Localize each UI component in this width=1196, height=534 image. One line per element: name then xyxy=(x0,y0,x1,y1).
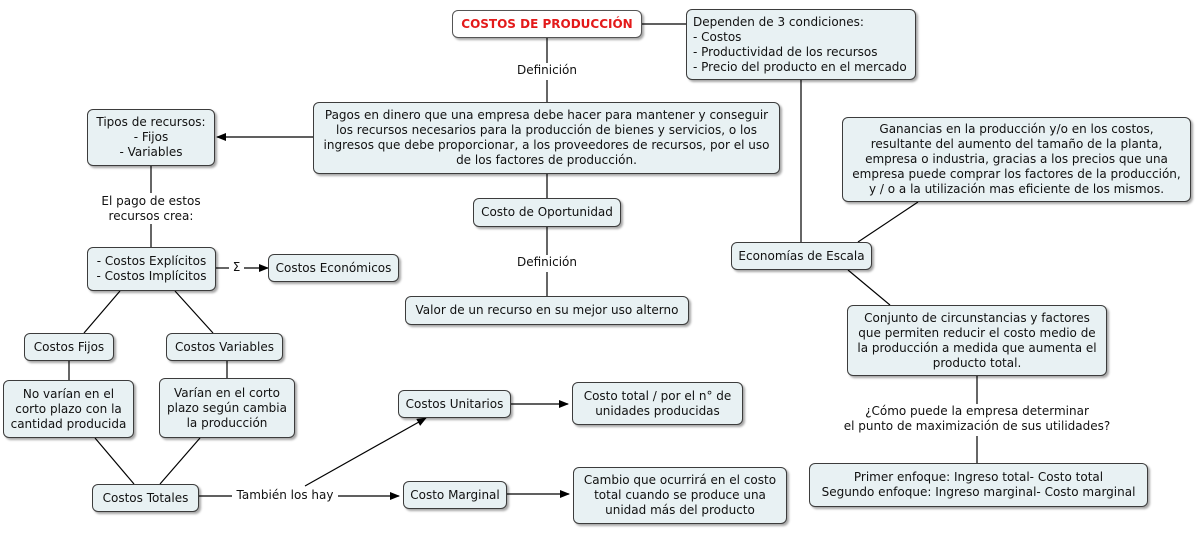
variable-costs-node: Costos Variables xyxy=(166,333,283,361)
gains-node: Ganancias en la producción y/o en los co… xyxy=(842,117,1191,202)
label-definicion-1: Definición xyxy=(512,63,582,78)
approaches-line-2: Segundo enfoque: Ingreso marginal- Costo… xyxy=(821,485,1136,499)
label-pago-crea-line-1: El pago de estos xyxy=(101,194,201,208)
resource-types-line-1: Tipos de recursos: xyxy=(96,115,206,129)
economic-costs-text: Costos Económicos xyxy=(275,260,392,275)
variable-desc-line-2: plazo según cambia xyxy=(167,400,287,415)
resource-types-node: Tipos de recursos: - Fijos - Variables xyxy=(87,109,215,166)
conditions-line-4: - Precio del producto en el mercado xyxy=(693,59,907,74)
unit-costs-node: Costos Unitarios xyxy=(398,390,511,418)
circumstances-line-1: Conjunto de circunstancias y factores xyxy=(864,310,1090,325)
marginal-cost-text: Costo Marginal xyxy=(410,487,500,502)
edge-economies-circumstances xyxy=(847,269,891,306)
fixed-costs-text: Costos Fijos xyxy=(33,339,105,354)
gains-line-1: Ganancias en la producción y/o en los co… xyxy=(879,122,1154,136)
variable-desc-node: Varían en el corto plazo según cambia la… xyxy=(159,378,295,438)
label-question-line-2: el punto de maximización de sus utilidad… xyxy=(843,419,1111,433)
variable-costs-text: Costos Variables xyxy=(175,339,274,354)
gains-line-2: resultante del aumento del tamaño de la … xyxy=(870,137,1163,151)
definition-line-2: los recursos necesarios para la producci… xyxy=(336,123,757,137)
marginal-desc-line-3: unidad más del producto xyxy=(605,503,755,517)
circumstances-line-3: la producción a medida que aumenta el xyxy=(857,340,1097,355)
unit-costs-text: Costos Unitarios xyxy=(405,396,504,411)
label-tambien-text: También los hay xyxy=(236,488,334,502)
marginal-desc-line-2: total cuando se produce una xyxy=(594,488,766,502)
approaches-node: Primer enfoque: Ingreso total- Costo tot… xyxy=(809,463,1148,507)
label-definicion-1-text: Definición xyxy=(517,63,577,77)
conditions-line-3: - Productividad de los recursos xyxy=(693,44,878,59)
label-definicion-2-text: Definición xyxy=(517,255,577,269)
opportunity-def-node: Valor de un recurso en su mejor uso alte… xyxy=(405,296,689,325)
definition-line-1: Pagos en dinero que una empresa debe hac… xyxy=(324,108,769,122)
economies-scale-text: Economías de Escala xyxy=(738,248,865,263)
circumstances-line-4: producto total. xyxy=(932,355,1022,370)
definition-line-4: de los factores de producción. xyxy=(456,153,637,167)
label-tambien: También los hay xyxy=(232,488,338,503)
gains-line-5: y / o a la utilización mas eficiente de … xyxy=(868,182,1165,196)
opportunity-cost-text: Costo de Oportunidad xyxy=(481,205,613,219)
fixed-desc-line-1: No varían en el xyxy=(22,386,115,401)
marginal-cost-node: Costo Marginal xyxy=(403,481,507,509)
variable-desc-line-3: la producción xyxy=(186,415,268,430)
label-pago-crea: El pago de estos recursos crea: xyxy=(96,194,206,224)
fixed-desc-node: No varían en el corto plazo con la canti… xyxy=(3,380,134,438)
marginal-desc-line-1: Cambio que ocurrirá en el costo xyxy=(583,473,777,487)
definition-node: Pagos en dinero que una empresa debe hac… xyxy=(313,102,780,174)
edge-explicit-variable xyxy=(174,290,214,334)
fixed-desc-line-2: corto plazo con la xyxy=(15,401,122,416)
total-costs-node: Costos Totales xyxy=(92,484,199,512)
economies-scale-node: Economías de Escala xyxy=(731,242,872,270)
conditions-node: Dependen de 3 condiciones: - Costos - Pr… xyxy=(686,9,916,80)
fixed-costs-node: Costos Fijos xyxy=(24,333,114,361)
circumstances-node: Conjunto de circunstancias y factores qu… xyxy=(847,305,1107,376)
label-sigma-text: Σ xyxy=(232,260,241,274)
explicit-implicit-node: - Costos Explícitos - Costos Implícitos xyxy=(87,247,216,291)
conditions-line-1: Dependen de 3 condiciones: xyxy=(693,14,864,29)
resource-types-line-2: - Fijos xyxy=(133,130,169,144)
label-sigma: Σ xyxy=(229,260,244,275)
marginal-desc-node: Cambio que ocurrirá en el costo total cu… xyxy=(573,467,787,524)
gains-line-4: empresa puede comprar los factores de la… xyxy=(852,167,1181,181)
label-question-line-1: ¿Cómo puede la empresa determinar xyxy=(865,404,1089,418)
edge-gains-economies xyxy=(857,201,919,243)
label-pago-crea-line-2: recursos crea: xyxy=(108,209,194,223)
title-text: COSTOS DE PRODUCCIÓN xyxy=(461,16,633,31)
edge-explicit-fixed xyxy=(83,290,121,334)
definition-line-3: ingresos que debe proporcionar, a los pr… xyxy=(323,138,770,152)
implicit-line: - Costos Implícitos xyxy=(96,269,207,283)
unit-desc-node: Costo total / por el n° de unidades prod… xyxy=(572,382,743,425)
label-question: ¿Cómo puede la empresa determinar el pun… xyxy=(832,404,1122,434)
unit-desc-line-2: unidades producidas xyxy=(595,403,720,418)
fixed-desc-line-3: cantidad producida xyxy=(10,416,127,431)
edge-variabledesc-total xyxy=(159,437,201,485)
resource-types-line-3: - Variables xyxy=(119,145,183,159)
total-costs-text: Costos Totales xyxy=(102,490,189,505)
opportunity-def-text: Valor de un recurso en su mejor uso alte… xyxy=(415,303,679,317)
circumstances-line-2: que permiten reducir el costo medio de xyxy=(858,325,1096,340)
variable-desc-line-1: Varían en el corto xyxy=(174,385,280,400)
conditions-line-2: - Costos xyxy=(693,29,742,44)
unit-desc-line-1: Costo total / por el n° de xyxy=(583,388,732,403)
label-definicion-2: Definición xyxy=(512,255,582,270)
explicit-line: - Costos Explícitos xyxy=(96,254,207,268)
title-node: COSTOS DE PRODUCCIÓN xyxy=(452,10,642,38)
approaches-line-1: Primer enfoque: Ingreso total- Costo tot… xyxy=(853,470,1104,484)
economic-costs-node: Costos Económicos xyxy=(268,254,399,282)
gains-line-3: empresa o industria, gracias a los preci… xyxy=(865,152,1168,166)
edge-tambien-unit xyxy=(304,417,427,487)
edge-fixeddesc-total xyxy=(94,437,135,485)
opportunity-cost-node: Costo de Oportunidad xyxy=(473,198,621,227)
